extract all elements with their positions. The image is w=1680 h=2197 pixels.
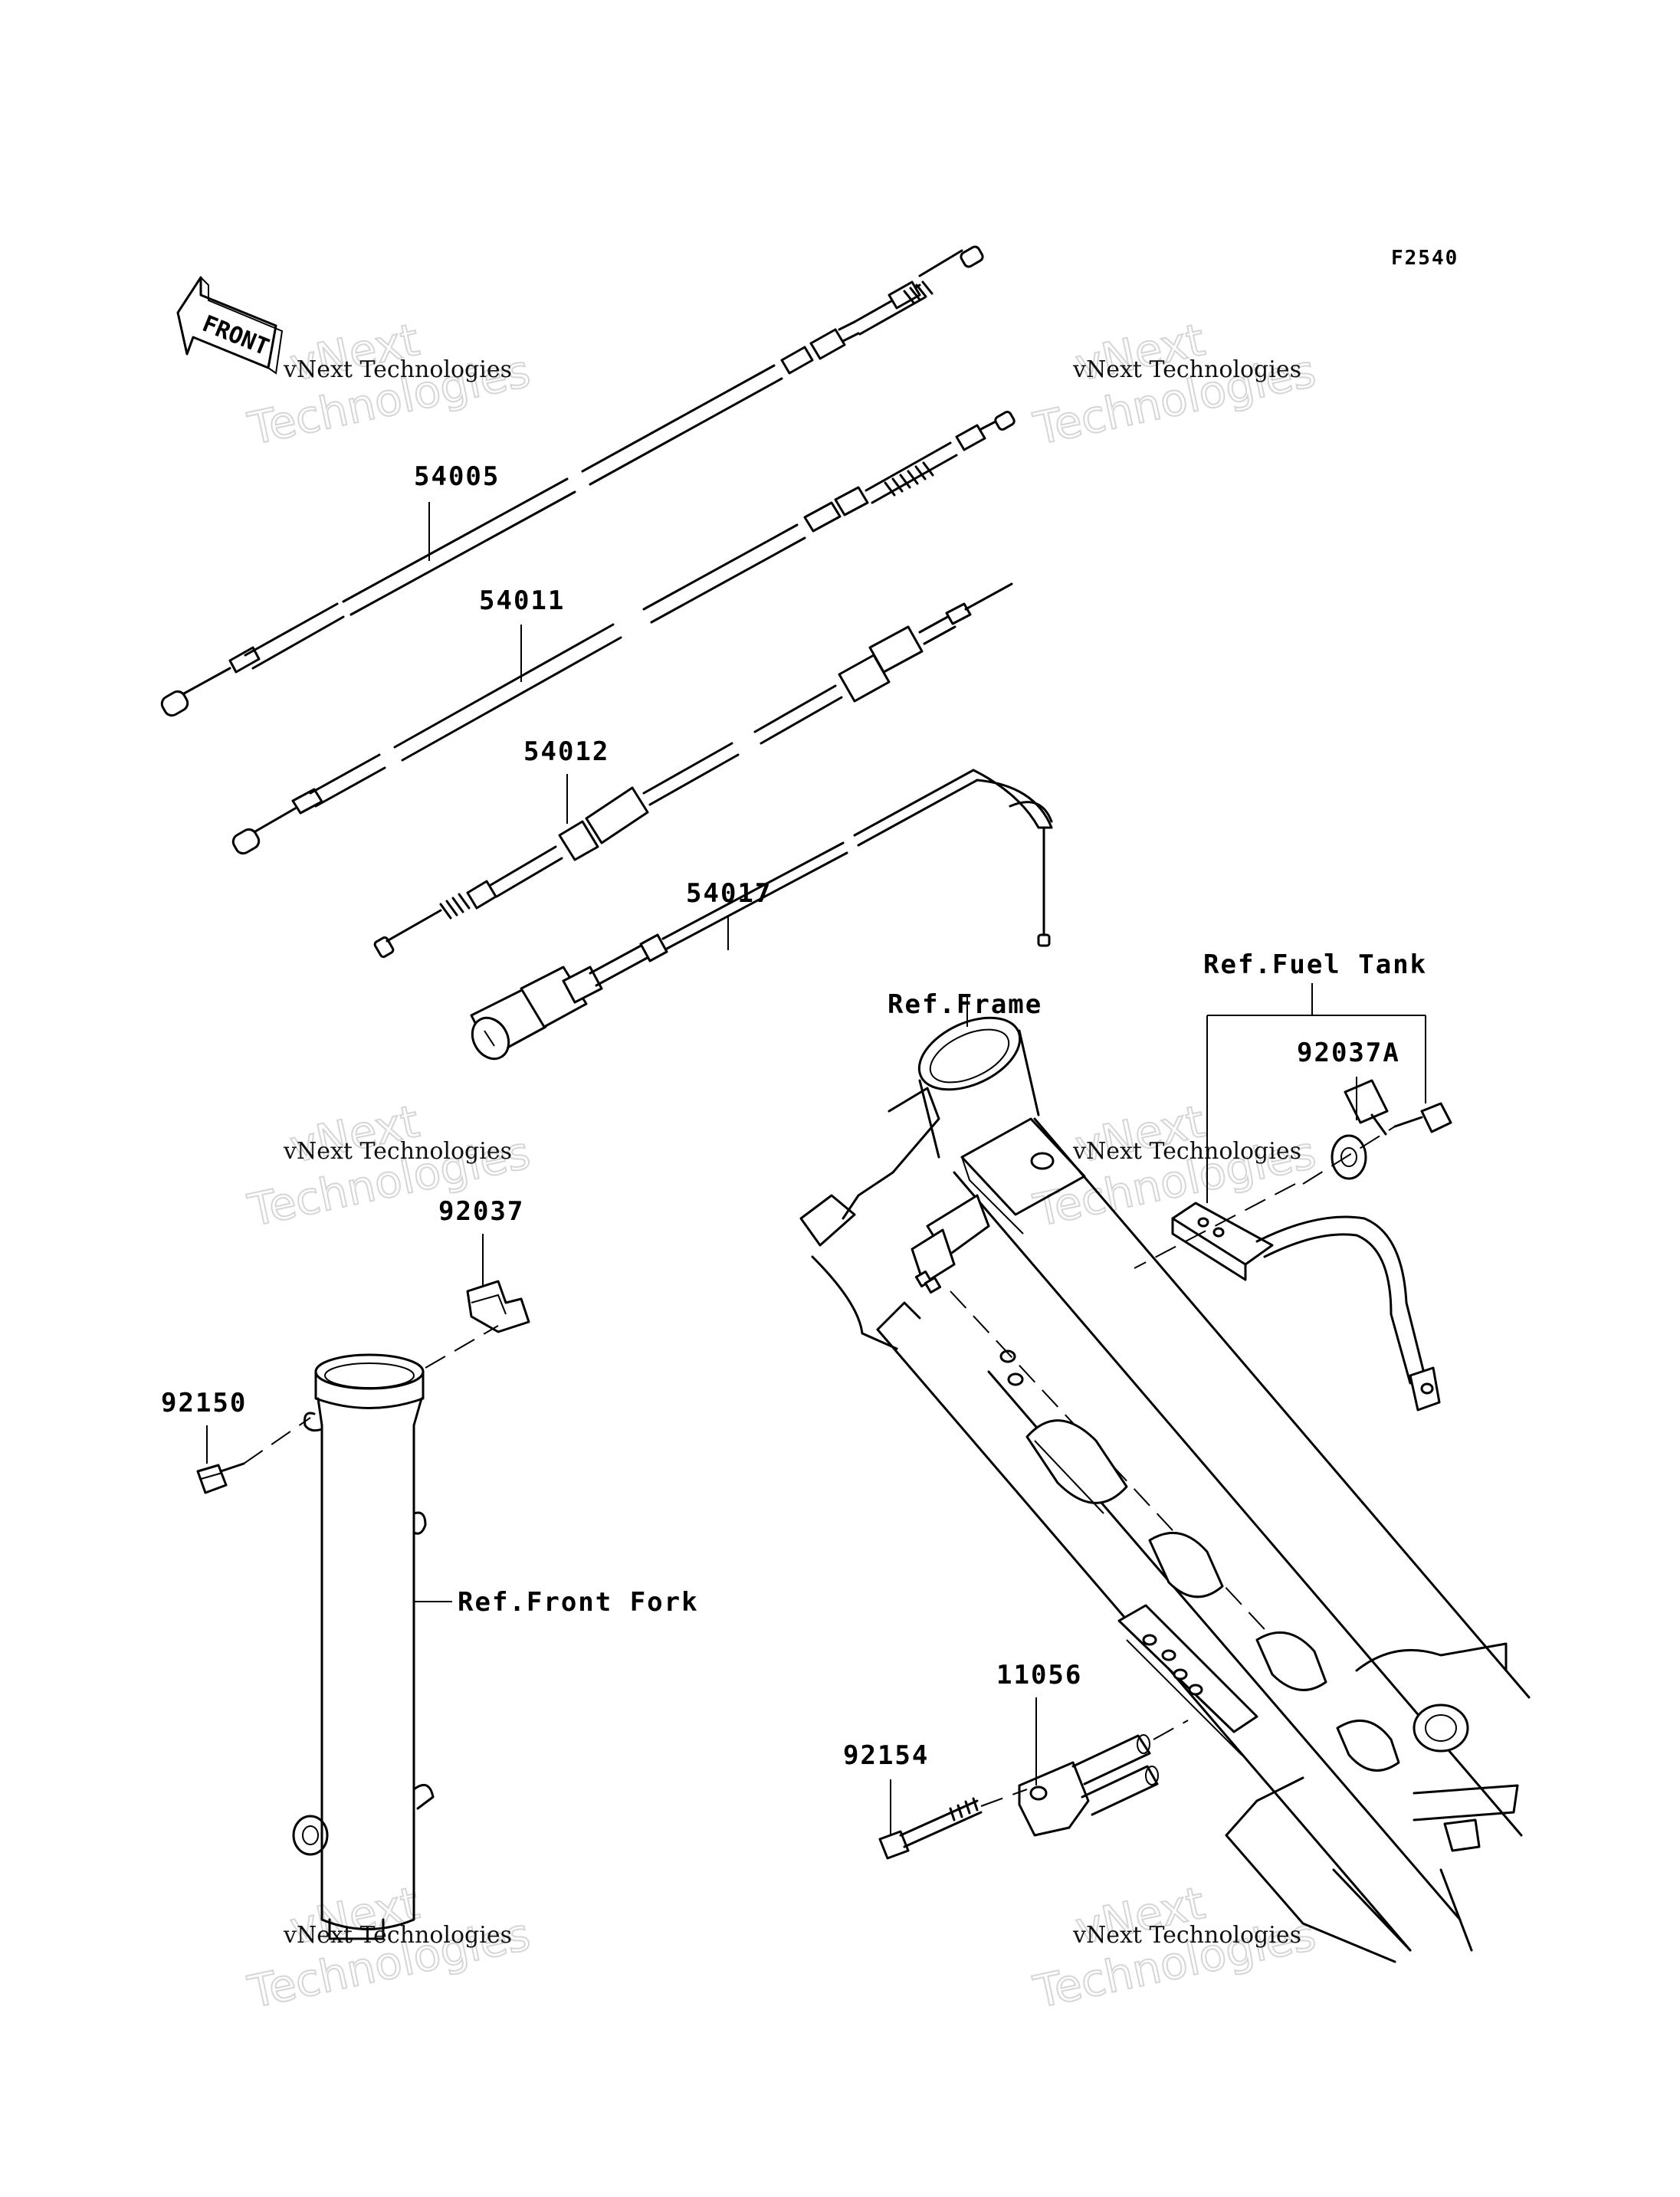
clamp-92037 [466, 1280, 530, 1333]
part-label-54012: 54012 [523, 736, 609, 767]
ref-front-fork-label: Ref.Front Fork [458, 1587, 699, 1618]
cable-54011 [231, 411, 1016, 855]
bolt-92037A [1393, 1102, 1452, 1133]
part-label-92037A: 92037A [1297, 1038, 1400, 1068]
assembly-line [1302, 1126, 1396, 1185]
diagram-code: F2540 [1391, 247, 1459, 270]
assembly-line [1153, 1720, 1189, 1740]
part-label-54017: 54017 [686, 878, 772, 909]
cable-54005 [160, 245, 984, 717]
fuel-tank-bracket [1171, 1202, 1441, 1412]
part-label-92154: 92154 [843, 1740, 929, 1771]
watermark-mid-left: vNext Technologies [243, 1094, 536, 1238]
part-label-54011: 54011 [479, 585, 565, 616]
watermark-caption: vNext Technologies [1072, 1922, 1301, 1949]
ref-fuel-tank-label: Ref.Fuel Tank [1203, 949, 1427, 980]
watermark-caption: vNext Technologies [283, 356, 512, 383]
assembly-line [1134, 1183, 1296, 1269]
bolt-92154 [878, 1797, 983, 1860]
part-label-11056: 11056 [996, 1660, 1082, 1690]
cable-54012 [373, 582, 1013, 959]
assembly-line [243, 1417, 311, 1464]
ref-frame-label: Ref.Frame [888, 989, 1042, 1020]
front-fork [292, 1353, 435, 1940]
part-label-54005: 54005 [414, 461, 500, 492]
front-arrow-icon: FRONT [176, 276, 284, 375]
collar-11056 [1018, 1734, 1159, 1837]
bolt-92150 [196, 1462, 245, 1494]
assembly-line [425, 1325, 499, 1369]
cable-54017 [470, 769, 1053, 1061]
watermark-caption: vNext Technologies [1072, 356, 1301, 383]
part-label-92037: 92037 [438, 1196, 524, 1227]
part-label-92150: 92150 [161, 1388, 247, 1418]
leader-fuel-tank [1206, 983, 1426, 1203]
frame [799, 1016, 1531, 1963]
watermark-caption: vNext Technologies [283, 1138, 512, 1165]
assembly-line [980, 1789, 1028, 1807]
clamp-92037A [1331, 1079, 1389, 1180]
watermark-caption: vNext Technologies [1072, 1138, 1301, 1165]
